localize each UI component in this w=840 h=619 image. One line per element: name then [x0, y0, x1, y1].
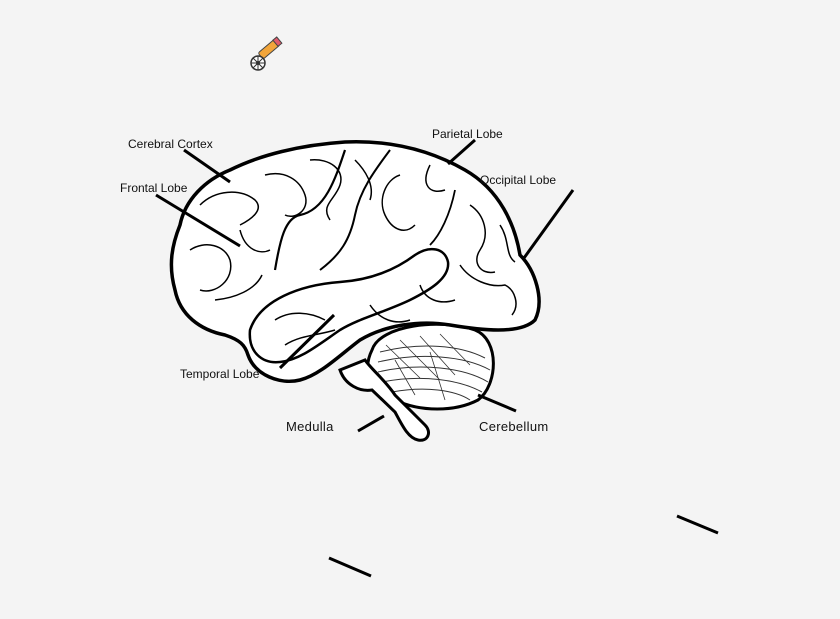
cerebral-cortex-leader [183, 148, 231, 184]
frontal-lobe-label: Frontal Lobe [120, 181, 188, 195]
leader-lines [155, 138, 719, 578]
occipital-lobe-label: Occipital Lobe [480, 173, 557, 187]
parietal-lobe-label: Parietal Lobe [432, 127, 503, 141]
cerebellum-label: Cerebellum [479, 419, 549, 434]
medulla-label: Medulla [286, 419, 334, 434]
medulla-leader [357, 414, 385, 433]
brainstem-shape [338, 358, 430, 442]
cerebellum-leader [477, 393, 517, 413]
stray-line-right [676, 514, 719, 535]
frontal-lobe-leader [155, 193, 241, 248]
stray-line-left [328, 556, 372, 578]
cerebrum-shape [169, 139, 541, 383]
temporal-lobe-leader [278, 313, 336, 370]
cerebral-cortex-label: Cerebral Cortex [128, 137, 213, 151]
temporal-lobe-label: Temporal Lobe [180, 367, 260, 381]
parietal-lobe-leader [447, 138, 476, 166]
occipital-lobe-leader [522, 189, 575, 259]
pencil-flower-icon [250, 36, 283, 71]
